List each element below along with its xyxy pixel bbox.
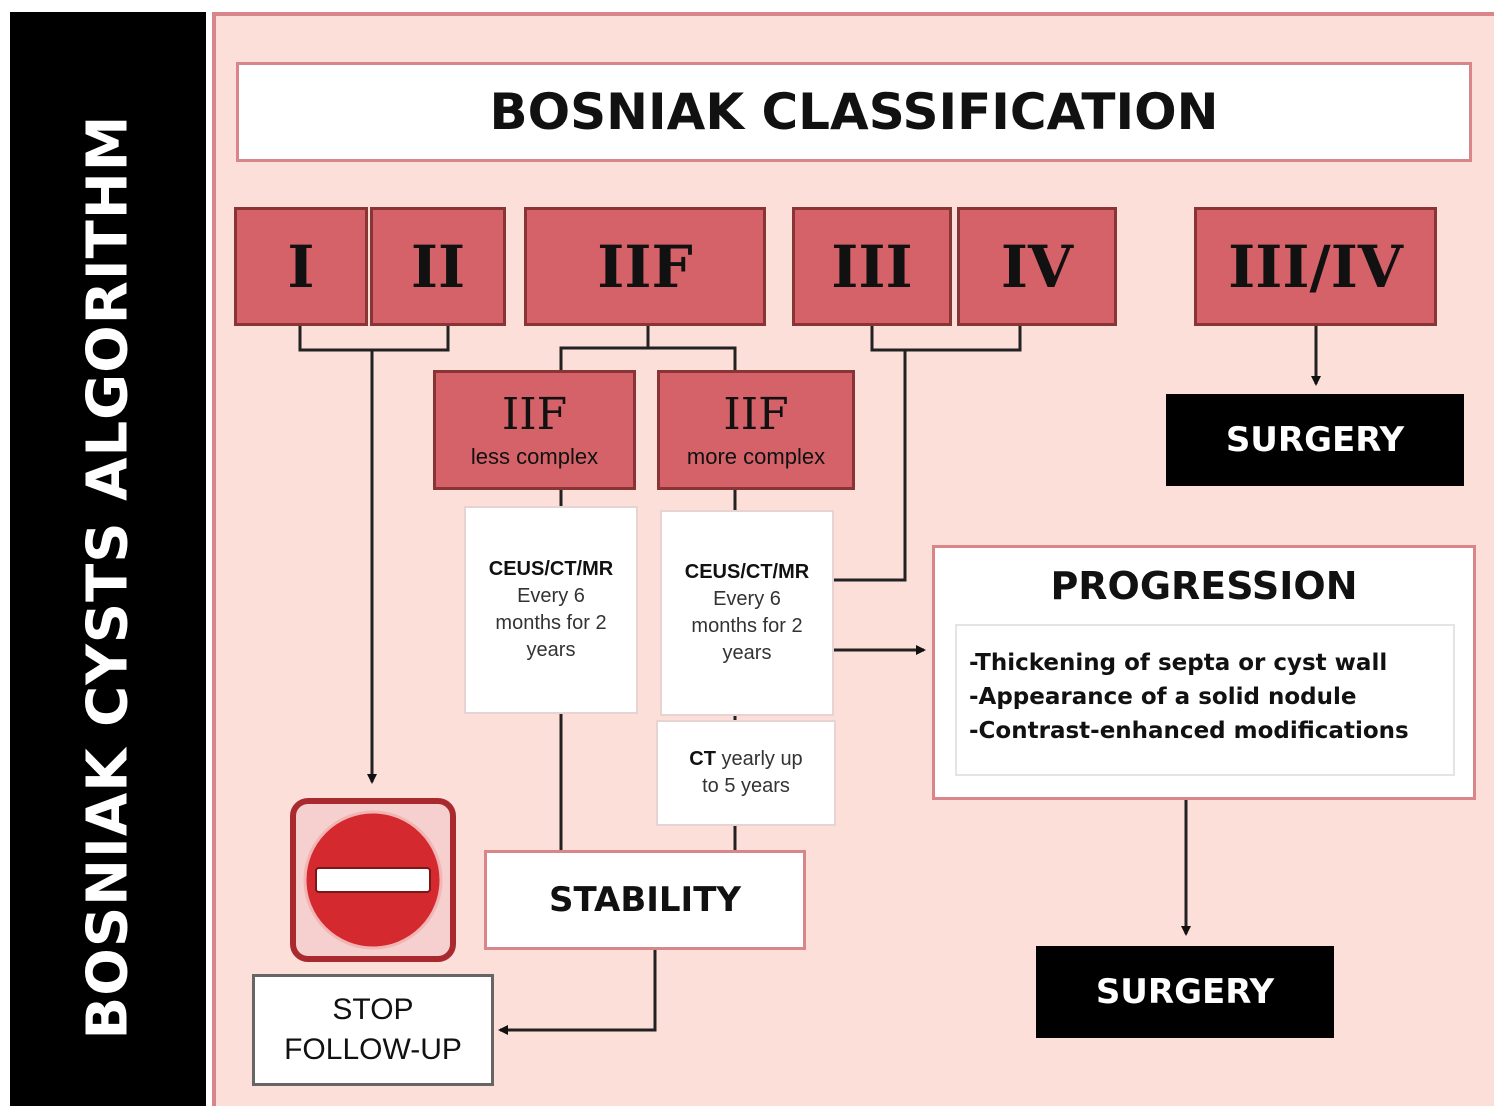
imaging-more-line1: Every 6 xyxy=(713,588,781,610)
imaging-less-line3: years xyxy=(526,639,576,661)
surgery-box-top: SURGERY xyxy=(1166,394,1464,486)
imaging-more-note: CEUS/CT/MR Every 6 months for 2 years xyxy=(660,510,834,716)
no-entry-icon xyxy=(303,810,443,950)
ct-followup-note: CT yearly up to 5 years xyxy=(656,720,836,826)
stop-follow-up-box: STOP FOLLOW-UP xyxy=(252,974,494,1086)
class-box-ii: II xyxy=(370,207,506,326)
ct-modality: CT xyxy=(689,748,716,770)
stop-line1: STOP xyxy=(332,993,414,1026)
class-label-iii: III xyxy=(831,232,913,301)
iif-less-title: IIF xyxy=(501,389,568,440)
ct-line2: to 5 years xyxy=(702,775,790,797)
stability-label: STABILITY xyxy=(548,880,742,920)
class-label-iif: IIF xyxy=(597,232,693,301)
imaging-less-note: CEUS/CT/MR Every 6 months for 2 years xyxy=(464,506,638,714)
imaging-less-modality: CEUS/CT/MR xyxy=(488,558,614,580)
class-label-i: I xyxy=(287,232,315,301)
class-box-i: I xyxy=(234,207,368,326)
ct-line1: yearly up xyxy=(721,748,803,770)
class-box-iv: IV xyxy=(957,207,1117,326)
stop-sign-icon xyxy=(290,798,456,962)
iif-more-title: IIF xyxy=(723,389,789,440)
class-label-iii-iv: III/IV xyxy=(1228,232,1403,301)
class-label-ii: II xyxy=(410,232,466,301)
progression-item: -Thickening of septa or cyst wall xyxy=(969,650,1388,676)
imaging-less-line2: months for 2 xyxy=(495,612,607,634)
surgery-bottom-label: SURGERY xyxy=(1095,972,1275,1012)
class-box-iif: IIF xyxy=(524,207,766,326)
surgery-top-label: SURGERY xyxy=(1225,420,1405,460)
imaging-more-line3: years xyxy=(722,642,772,664)
class-label-iv: IV xyxy=(1000,232,1074,301)
progression-title: PROGRESSION xyxy=(1050,564,1358,608)
imaging-less-line1: Every 6 xyxy=(517,585,585,607)
class-box-iii: III xyxy=(792,207,952,326)
surgery-box-bottom: SURGERY xyxy=(1036,946,1334,1038)
iif-less-subtitle: less complex xyxy=(470,444,599,469)
iif-more-complex-box: IIF more complex xyxy=(657,370,855,490)
progression-item: -Appearance of a solid nodule xyxy=(969,684,1357,710)
sidebar: BOSNIAK CYSTS ALGORITHM xyxy=(10,12,206,1106)
imaging-more-line2: months for 2 xyxy=(691,615,803,637)
iif-more-subtitle: more complex xyxy=(686,444,826,469)
header-title: BOSNIAK CLASSIFICATION xyxy=(489,83,1219,141)
imaging-more-modality: CEUS/CT/MR xyxy=(684,561,810,583)
ct-followup-line1-row: CT yearly up xyxy=(689,746,802,773)
progression-box: PROGRESSION -Thickening of septa or cyst… xyxy=(932,545,1476,800)
progression-item: -Contrast-enhanced modifications xyxy=(969,718,1409,744)
stop-line2: FOLLOW-UP xyxy=(284,1033,462,1066)
class-box-iii-iv: III/IV xyxy=(1194,207,1437,326)
stability-box: STABILITY xyxy=(484,850,806,950)
progression-list: -Thickening of septa or cyst wall -Appea… xyxy=(955,624,1455,776)
iif-less-complex-box: IIF less complex xyxy=(433,370,636,490)
header-box: BOSNIAK CLASSIFICATION xyxy=(236,62,1472,162)
